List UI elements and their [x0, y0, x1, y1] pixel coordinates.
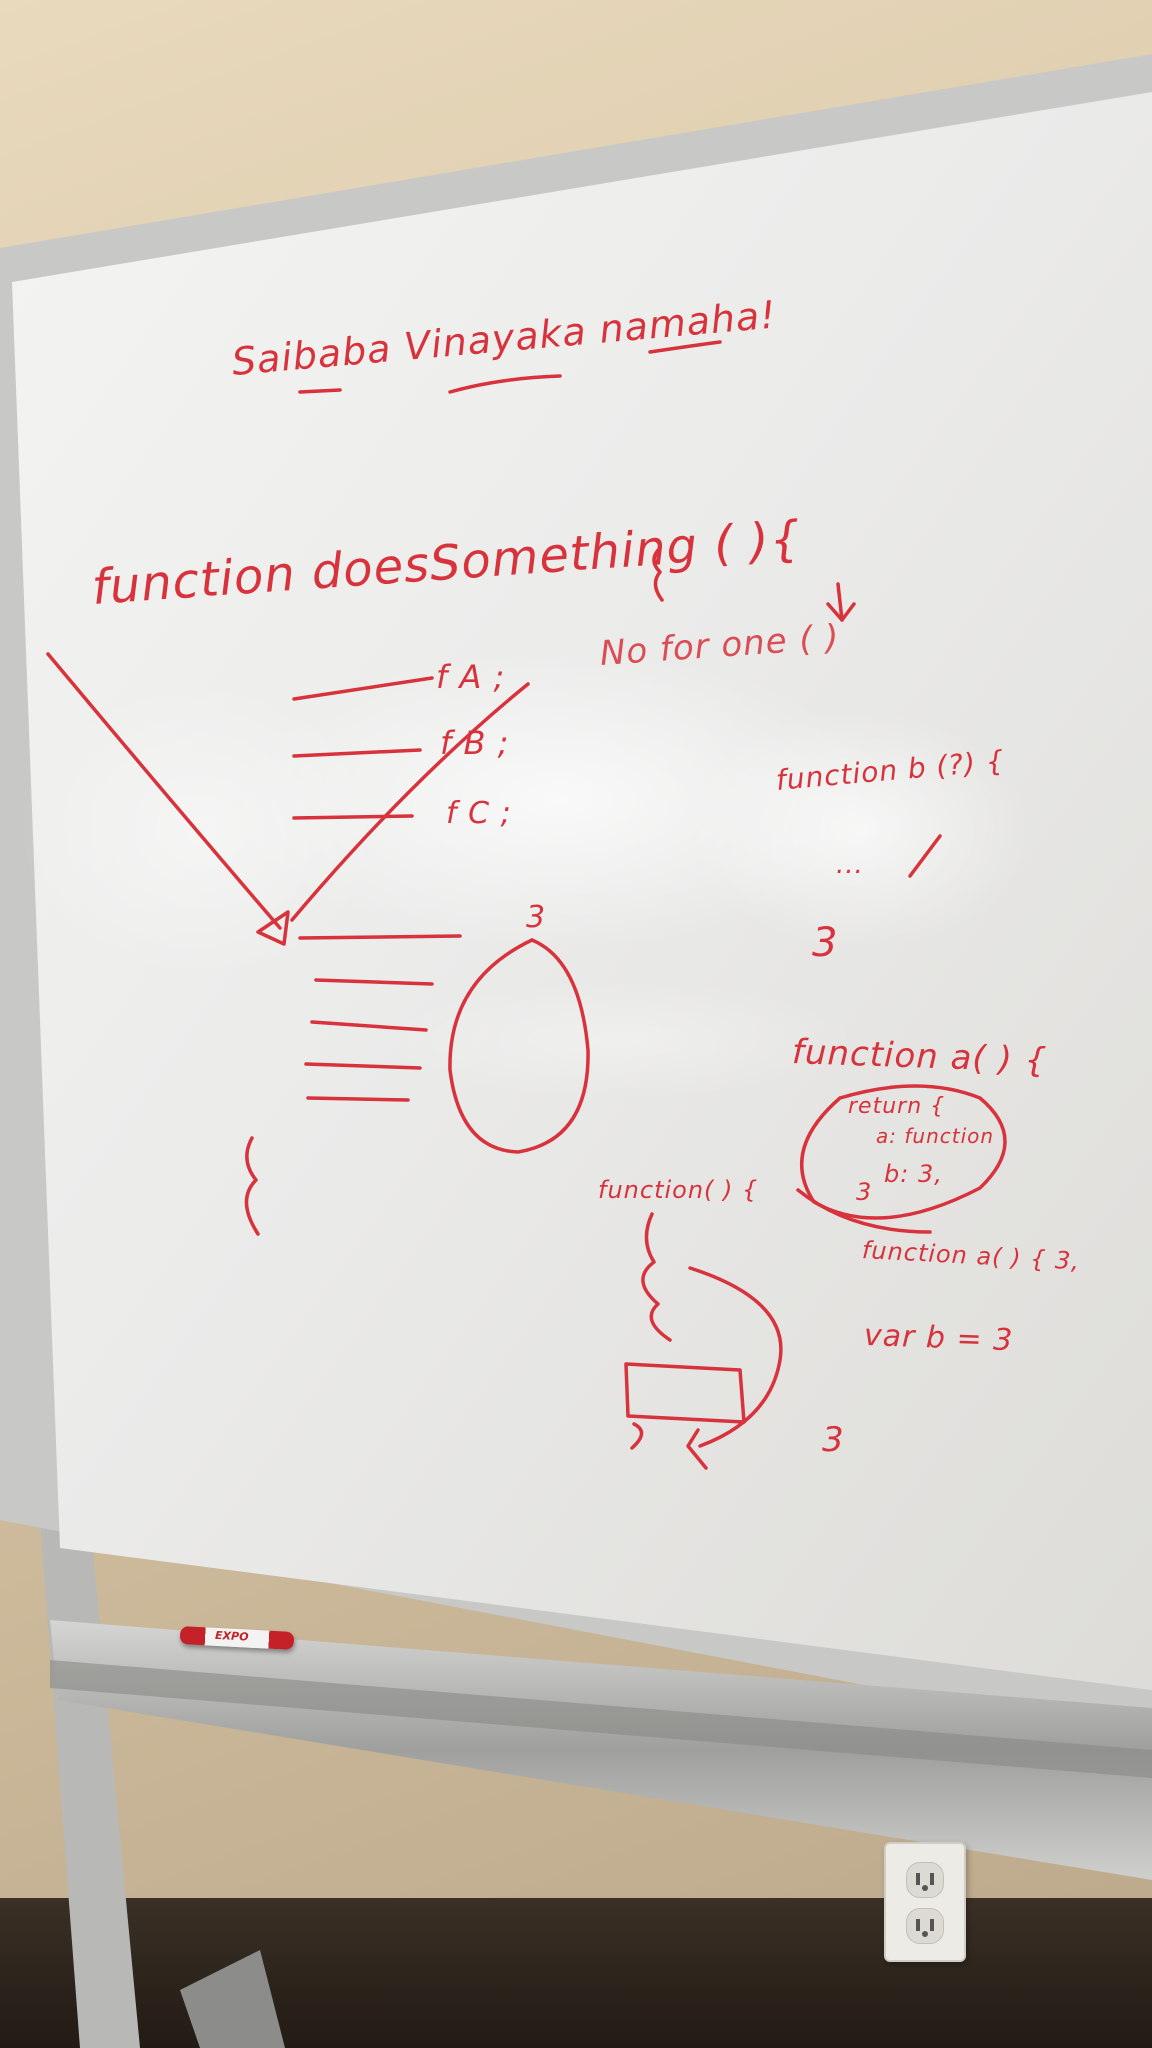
return-line: return {	[848, 1094, 946, 1119]
stand-base	[180, 1950, 285, 2048]
var-line: var b = 3	[863, 1318, 1014, 1359]
marker-brand-label: EXPO	[214, 1628, 249, 1644]
function-b-close: 3	[812, 920, 839, 966]
list-item-a: f A ;	[436, 658, 506, 696]
list-item-c: f C ;	[446, 796, 512, 831]
anon-function-text: function( ) {	[598, 1176, 759, 1204]
b-line: b: 3,	[884, 1160, 943, 1188]
wall-outlet	[884, 1842, 966, 1962]
return-close: 3	[856, 1178, 873, 1206]
a-line: a: function	[876, 1124, 995, 1148]
list-item-b: f B ;	[440, 724, 510, 762]
inner-close-brace: 3	[526, 900, 547, 935]
function-b-body: ...	[836, 850, 864, 880]
final-brace: 3	[822, 1420, 845, 1460]
outlet-socket-bottom	[906, 1908, 944, 1944]
stand-leg	[40, 1520, 140, 2048]
outlet-socket-top	[906, 1862, 944, 1898]
